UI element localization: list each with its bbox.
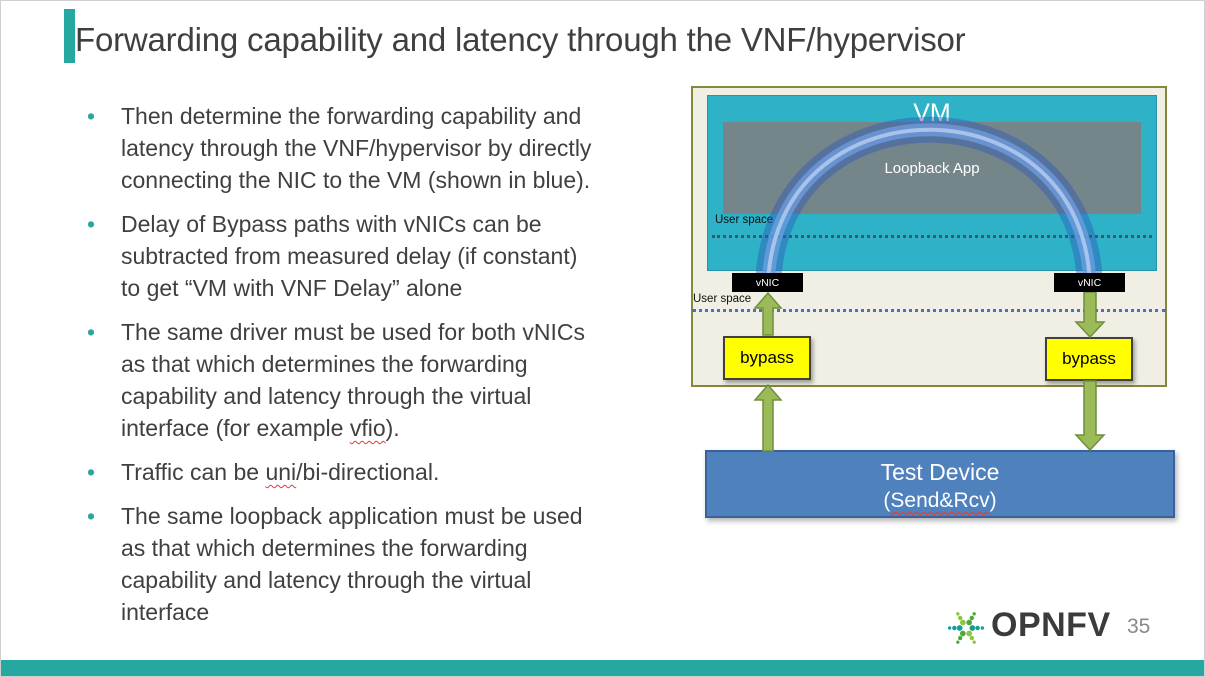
- opnfv-logo-text: OPNFV: [991, 606, 1111, 644]
- bullet-item: • The same driver must be used for both …: [87, 316, 599, 444]
- bypass-left-box: bypass: [723, 336, 811, 380]
- vnic-right-box: vNIC: [1054, 273, 1125, 292]
- bypass-right-box: bypass: [1045, 337, 1133, 381]
- bullet-text: The same loopback application must be us…: [121, 503, 583, 625]
- test-device-subtitle-open: (: [883, 489, 891, 512]
- bullet-item: • Delay of Bypass paths with vNICs can b…: [87, 208, 599, 304]
- bullet-text: The same driver must be used for both vN…: [121, 316, 599, 444]
- bullet-marker: •: [87, 211, 96, 237]
- arrow-up-testdevice-to-bypass: [753, 383, 783, 452]
- test-device-subtitle: (Send&Rcv): [707, 487, 1173, 515]
- vm-user-space-label: User space: [715, 214, 774, 226]
- bullet-text: Traffic can be uni/bi-directional.: [121, 456, 599, 488]
- bullet-text: Delay of Bypass paths with vNICs can be …: [121, 211, 578, 301]
- bullet-marker: •: [87, 319, 96, 345]
- bottom-accent-bar: [1, 660, 1204, 676]
- page-number: 35: [1127, 615, 1151, 638]
- bullet-item: • Traffic can be uni/bi-directional.: [87, 456, 599, 488]
- slide-title: Forwarding capability and latency throug…: [75, 21, 966, 58]
- bullet-list: • Then determine the forwarding capabili…: [87, 100, 599, 640]
- bullet-marker: •: [87, 103, 96, 129]
- misspelled-word: vfio: [349, 415, 386, 441]
- opnfv-logo-icon: [947, 612, 985, 644]
- test-device-box: Test Device (Send&Rcv): [705, 450, 1175, 518]
- loopback-app-box: Loopback App: [723, 122, 1141, 214]
- host-user-space-label: User space: [693, 293, 752, 305]
- loopback-app-label: Loopback App: [884, 159, 980, 177]
- vm-user-space-divider: [712, 235, 1152, 238]
- bullet-item: • Then determine the forwarding capabili…: [87, 100, 599, 196]
- bullet-marker: •: [87, 459, 96, 485]
- bullet-marker: •: [87, 503, 96, 529]
- vnic-left-box: vNIC: [732, 273, 803, 292]
- arrow-down-bypass-to-testdevice: [1074, 380, 1106, 452]
- bullet-text: Then determine the forwarding capability…: [121, 103, 592, 193]
- bullet-text-pre: Traffic can be: [121, 459, 266, 485]
- accent-bar-top-left: [64, 9, 75, 63]
- bullet-text-pre: The same driver must be used for both vN…: [121, 319, 586, 441]
- misspelled-word: Send&Rcv: [890, 489, 990, 512]
- bullet-text-post: /bi-directional.: [296, 459, 440, 485]
- misspelled-word: uni: [265, 459, 297, 485]
- test-device-subtitle-close: ): [989, 489, 997, 512]
- bullet-item: • The same loopback application must be …: [87, 500, 599, 628]
- bullet-text-post: ).: [385, 415, 400, 441]
- host-user-space-divider: [692, 309, 1166, 312]
- test-device-title: Test Device: [880, 459, 1000, 485]
